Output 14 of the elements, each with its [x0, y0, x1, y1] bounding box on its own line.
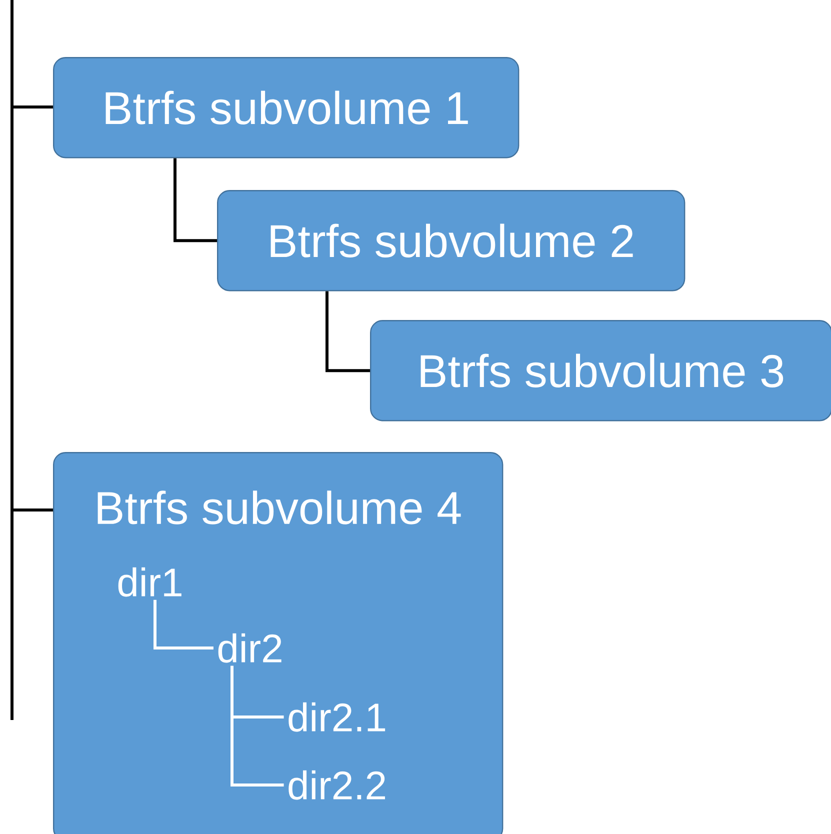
tree-line: [10, 107, 14, 510]
tree-line: [230, 666, 284, 786]
subvolume-box: Btrfs subvolume 2: [217, 190, 686, 292]
tree-line: [174, 158, 217, 242]
directory-label: dir2: [218, 633, 282, 663]
directory-label: dir2.1: [288, 702, 386, 732]
subvolume-box: Btrfs subvolume 1: [53, 57, 520, 158]
directory-label: dir1: [118, 567, 182, 597]
subvolume-box: Btrfs subvolume 3: [370, 320, 831, 422]
directory-label: dir2.2: [288, 770, 385, 800]
tree-line: [154, 600, 214, 650]
tree-line: [326, 291, 370, 372]
tree-line: [10, 508, 53, 720]
tree-line: [10, 0, 53, 108]
